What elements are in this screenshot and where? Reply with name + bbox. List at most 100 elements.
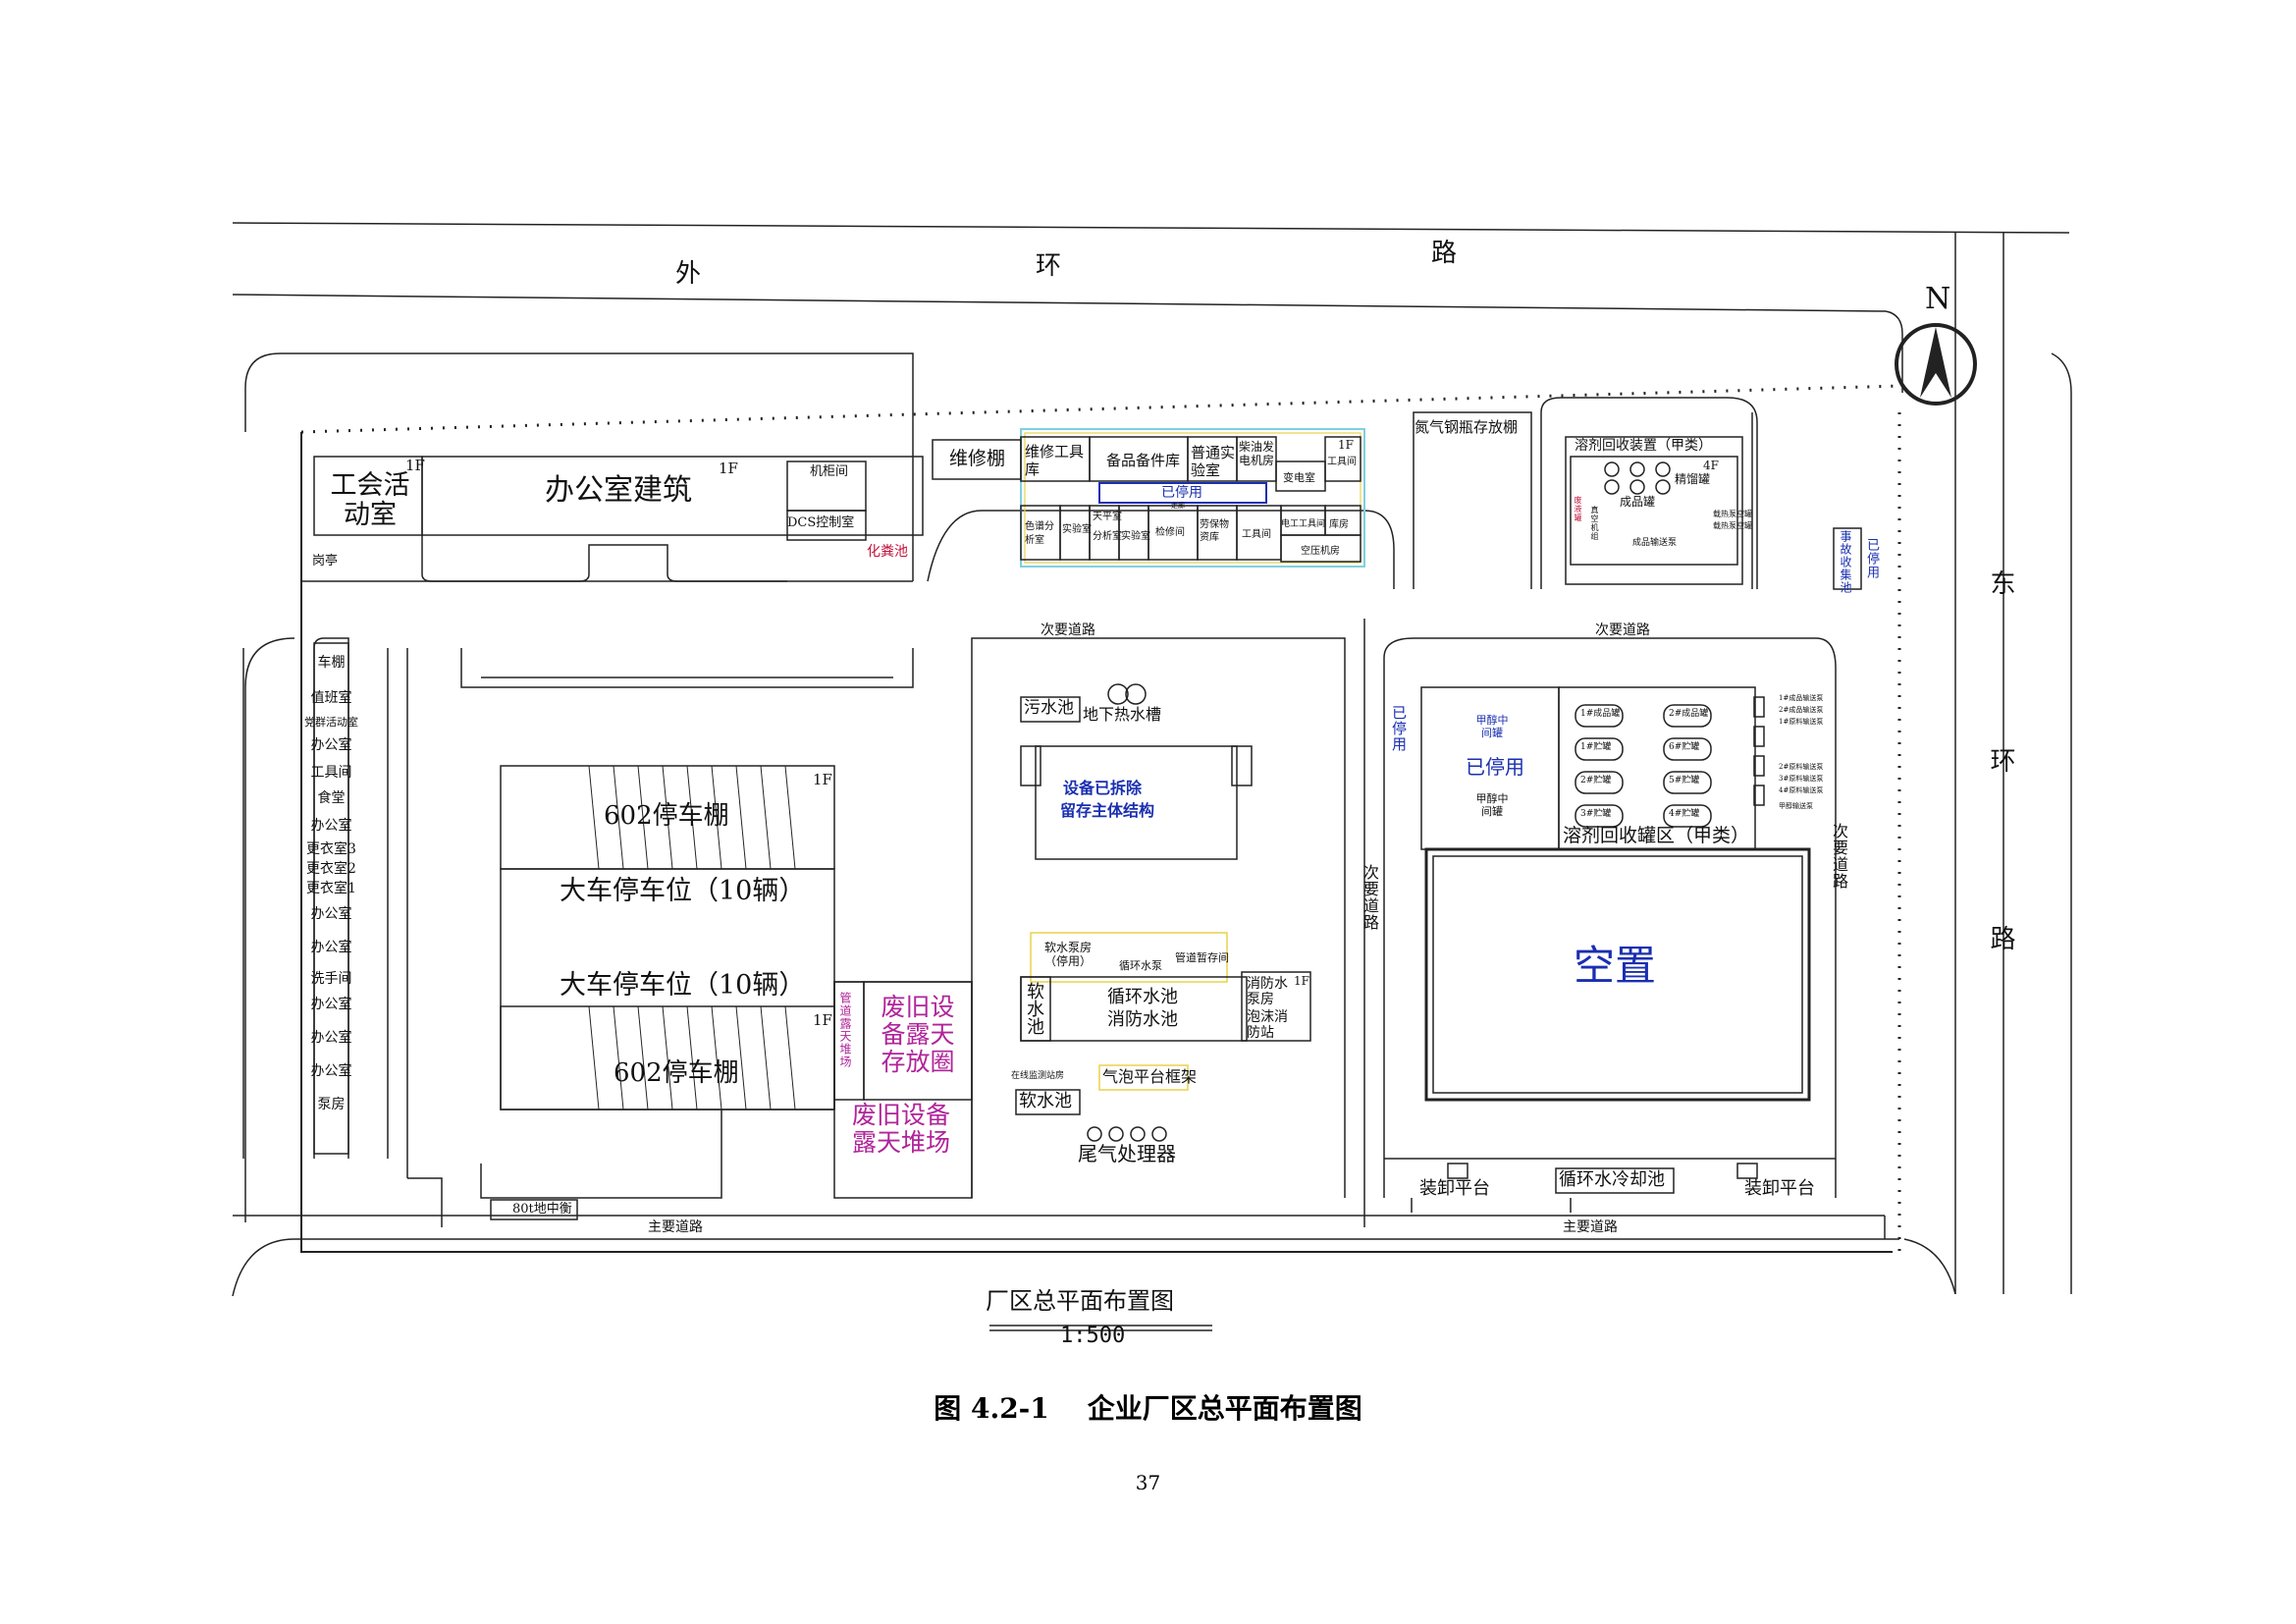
- truck-scale-label: 80t地中衡: [512, 1202, 572, 1217]
- left-strip-room: 办公室: [310, 1030, 352, 1046]
- north-road-char-1: 外: [675, 259, 702, 289]
- pump-label: 3#原料输送泵: [1779, 775, 1824, 783]
- north-arrow-icon: [1895, 323, 1977, 406]
- top-zone-block-2: [927, 510, 1395, 589]
- pump-label: 4#原料输送泵: [1779, 786, 1824, 794]
- north-road-char-2: 环: [1036, 251, 1062, 281]
- left-strip-room: 车棚: [317, 655, 346, 671]
- site-fence: [300, 432, 1893, 1253]
- bubble-platform-label: 气泡平台框架: [1102, 1067, 1198, 1086]
- parking-shed-upper-floor: 1F: [813, 771, 832, 788]
- union-room-floor: 1F: [405, 457, 425, 474]
- left-strip-room: 更衣室1: [306, 881, 356, 896]
- waste-tank-label: 废液罐: [1574, 496, 1582, 522]
- tool-room-1f-label: 工具间: [1327, 457, 1357, 467]
- left-strip-room: 更衣室2: [306, 861, 356, 877]
- waste-equipment-yard-label: 废旧设备露天存放圈: [881, 993, 955, 1076]
- shed-hatching: [588, 765, 796, 1110]
- left-strip-room: 工具间: [310, 765, 352, 781]
- left-strip-room: 办公室: [310, 818, 352, 834]
- pump-label: 1#原料输送泵: [1779, 718, 1824, 726]
- page-number: 37: [1135, 1471, 1161, 1494]
- substation-label: 变电室: [1283, 471, 1315, 484]
- outer-ring-road-edge: [232, 222, 2070, 234]
- parking-shed-upper-label: 602停车棚: [604, 801, 729, 831]
- left-strip-room: 办公室: [310, 997, 352, 1012]
- septic-tank-label: 化粪池: [867, 544, 908, 560]
- nitrogen-shed-label: 氮气钢瓶存放棚: [1415, 418, 1519, 436]
- left-strip-room: 办公室: [310, 940, 352, 955]
- methanol-tank-top-label: 甲醇中间罐: [1475, 714, 1509, 739]
- solvent-recovery-unit-label: 溶剂回收装置（甲类）: [1575, 438, 1712, 454]
- dismantled-structure: [1035, 745, 1238, 860]
- top-zone-block: [244, 352, 914, 581]
- lab-room-label: 实验室: [1062, 524, 1092, 535]
- pump-label: 甲醇输送泵: [1779, 802, 1813, 810]
- warehouse-label: 库房: [1329, 519, 1349, 530]
- structure-kept-label: 留存主体结构: [1060, 801, 1155, 820]
- left-strip-room: 党群活动室: [304, 716, 358, 729]
- lab-floor-label: 1F: [1338, 438, 1354, 452]
- tank-label: 1#成品罐: [1580, 709, 1621, 719]
- waste-equipment-pile-label: 废旧设备露天堆场: [852, 1101, 951, 1157]
- product-tank-label: 成品罐: [1620, 495, 1656, 509]
- corridor-label: 走廊: [1171, 502, 1185, 510]
- cabinet-room-label: 机柜间: [810, 464, 849, 479]
- product-pump-label: 成品输送泵: [1632, 538, 1678, 548]
- lab-room-2-label: 实验室: [1121, 531, 1150, 542]
- left-strip-room: 洗手间: [310, 971, 352, 987]
- solvent-unit-floor: 4F: [1703, 459, 1719, 472]
- left-strip-room: 办公室: [310, 1063, 352, 1079]
- repair-tool-store-label: 维修工具库: [1025, 443, 1085, 478]
- pump-label: 1#成品输送泵: [1779, 694, 1824, 702]
- left-strip-room: 更衣室3: [306, 841, 356, 857]
- tank-label: 2#贮罐: [1580, 776, 1612, 785]
- rectifier-tanks-label: 精馏罐: [1675, 472, 1711, 486]
- soft-water-pool-label: 软水池: [1024, 982, 1044, 1035]
- parking-bay-upper-label: 大车停车位（10辆）: [560, 876, 806, 906]
- main-road-label-2: 主要道路: [1563, 1219, 1618, 1235]
- fire-pump-room-label: 消防水泵房: [1247, 976, 1288, 1007]
- solvent-tank-area-label: 溶剂回收罐区（甲类）: [1563, 825, 1750, 846]
- cooling-pool-label: 循环水冷却池: [1559, 1169, 1665, 1190]
- center-zone-road: [971, 637, 1346, 1198]
- tank-label: 2#成品罐: [1669, 709, 1709, 719]
- left-strip-room: 食堂: [317, 790, 346, 806]
- office-building-label: 办公室建筑: [545, 473, 692, 508]
- pump-label: 2#原料输送泵: [1779, 763, 1824, 771]
- drawing-scale: 1:500: [1060, 1324, 1126, 1348]
- tail-gas-label: 尾气处理器: [1078, 1142, 1176, 1165]
- methanol-disabled-label: 已停用: [1466, 755, 1524, 779]
- left-strip-room: 办公室: [310, 737, 352, 753]
- solvent-recovery-unit-outline: [1565, 436, 1743, 585]
- office-floor: 1F: [719, 460, 738, 477]
- chromatography-room-label: 色谱分析室: [1025, 521, 1054, 546]
- fire-pool-label: 消防水池: [1107, 1009, 1178, 1030]
- right-zone-road: [1383, 637, 1837, 1198]
- accident-disabled-label: 已停用: [1864, 538, 1879, 579]
- maintenance-room-label: 检修间: [1155, 527, 1185, 538]
- methanol-area-disabled-label: 已停用: [1390, 705, 1408, 752]
- secondary-road-label-3: 次要道路: [1361, 864, 1379, 931]
- soft-water-pool-2-label: 软水池: [1019, 1091, 1072, 1111]
- left-strip-building: [313, 642, 349, 1155]
- east-road-label: 东环路: [1986, 569, 2015, 1103]
- north-arrow-n-label: N: [1925, 282, 1951, 316]
- soft-water-pump-label: 软水泵房（停用）: [1043, 941, 1092, 968]
- dcs-room-label: DCS控制室: [787, 515, 855, 530]
- sewage-pool-label: 污水池: [1024, 698, 1074, 718]
- loading-platform-right-label: 装卸平台: [1744, 1178, 1815, 1199]
- pipe-temp-room-label: 管道暂存间: [1175, 951, 1229, 964]
- tank-label: 6#贮罐: [1669, 742, 1700, 752]
- diesel-generator-label: 柴油发电机房: [1239, 440, 1275, 467]
- air-compressor-label: 空压机房: [1301, 546, 1340, 557]
- electric-tool-room-label: 电工工具间: [1281, 519, 1326, 529]
- guard-post-label: 岗亭: [312, 554, 339, 568]
- outer-ring-road-edge: [232, 294, 1887, 312]
- vacuum-units-label: 真空机组: [1590, 506, 1599, 541]
- storage-tanks: [1107, 461, 1765, 828]
- ppe-store-label: 劳保物资库: [1200, 519, 1229, 543]
- title-underline: [989, 1325, 1212, 1331]
- loading-platform-left-label: 装卸平台: [1419, 1178, 1490, 1199]
